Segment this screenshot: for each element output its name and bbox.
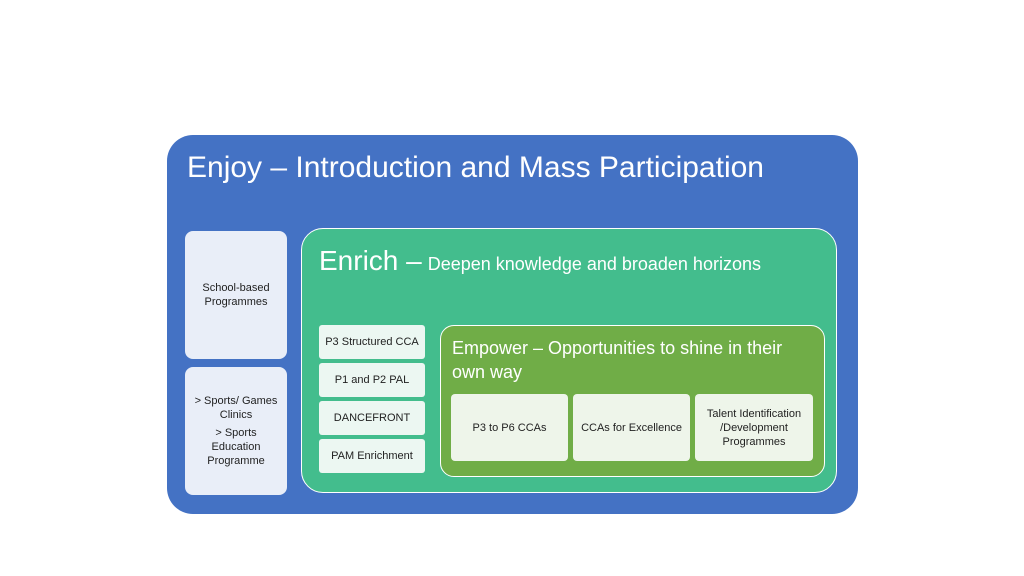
enrich-item: P3 Structured CCA xyxy=(319,325,425,359)
side-box-text: > Sports/ Games Clinics xyxy=(194,395,278,421)
side-box-text: > Sports Education Programme xyxy=(207,427,265,467)
enjoy-title: Enjoy – Introduction and Mass Participat… xyxy=(187,151,764,184)
enjoy-container: Enjoy – Introduction and Mass Participat… xyxy=(167,135,858,514)
enrich-container: Enrich –Deepen knowledge and broaden hor… xyxy=(301,228,837,493)
empower-container: Empower – Opportunities to shine in thei… xyxy=(440,325,825,477)
empower-item: CCAs for Excellence xyxy=(573,394,690,461)
empower-item: Talent Identification /Development Progr… xyxy=(695,394,813,461)
enrich-item: P1 and P2 PAL xyxy=(319,363,425,397)
enrich-item: PAM Enrichment xyxy=(319,439,425,473)
sports-clinics-box: > Sports/ Games Clinics > Sports Educati… xyxy=(185,367,287,495)
enrich-title-sub: Deepen knowledge and broaden horizons xyxy=(427,254,761,274)
enrich-title-main: Enrich – xyxy=(319,245,422,276)
empower-item: P3 to P6 CCAs xyxy=(451,394,568,461)
enrich-title: Enrich –Deepen knowledge and broaden hor… xyxy=(319,245,761,277)
side-box-text: School-based Programmes xyxy=(202,282,270,308)
school-based-programmes-box: School-based Programmes xyxy=(185,231,287,359)
empower-title: Empower – Opportunities to shine in thei… xyxy=(452,338,783,382)
enrich-item: DANCEFRONT xyxy=(319,401,425,435)
